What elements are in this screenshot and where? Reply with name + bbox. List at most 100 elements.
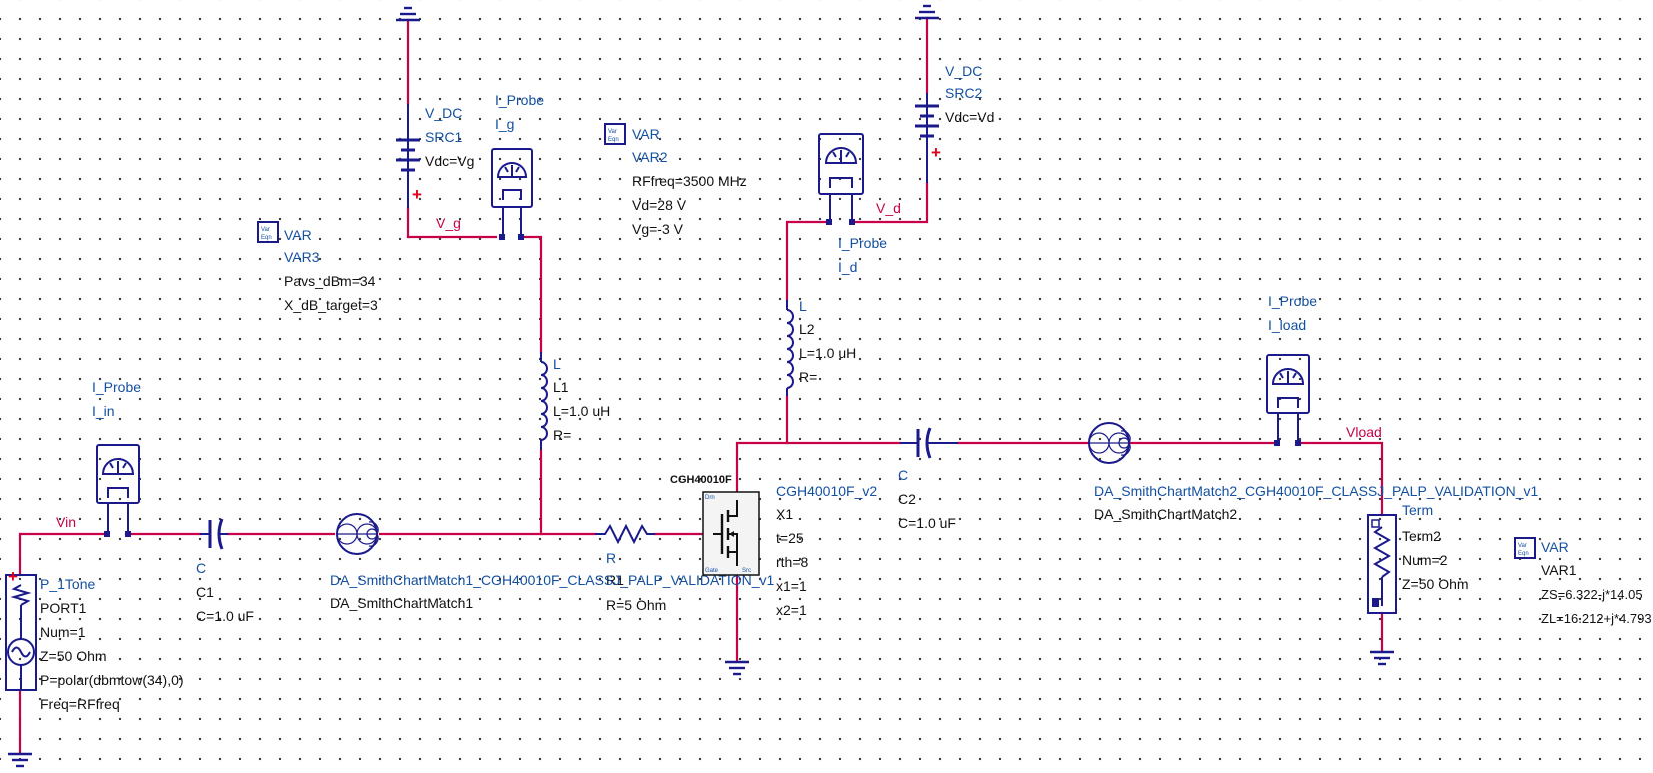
term-impedance: Z=50 Ohm — [1402, 576, 1469, 592]
component-value: R=5 Ohm — [606, 597, 666, 613]
net-label-vload: Vload — [1346, 424, 1382, 440]
inductor-icon — [786, 300, 794, 396]
component-value: Vdc=Vg — [425, 153, 474, 169]
term-number: Num=2 — [1402, 552, 1448, 568]
smith-chart-icon — [336, 513, 379, 555]
var-line: RFfreq=3500 MHz — [632, 173, 747, 189]
transistor-icon: Drn Gate Src — [702, 491, 760, 576]
current-probe-id[interactable]: I_Probe I_d — [818, 133, 887, 275]
component-type: L — [799, 298, 807, 314]
component-name: I_in — [92, 403, 115, 419]
wire-iload-to-term[interactable] — [1300, 441, 1384, 517]
component-name: C2 — [898, 491, 916, 507]
capacitor-c1[interactable]: C C1 C=1.0 uF — [196, 518, 254, 624]
port-frequency: Freq=RFfreq — [40, 696, 120, 712]
component-name: PORT1 — [40, 600, 87, 616]
var-eqn-icon: Var Eqn — [1514, 537, 1536, 559]
plus-sign: + — [412, 185, 422, 204]
param-x1: x1=1 — [776, 578, 807, 594]
component-type: V_DC — [425, 105, 462, 121]
transistor-x1[interactable]: Drn Gate Src CGH40010F CGH40010F_v2 X1 t… — [670, 474, 877, 618]
wire-port-to-iin[interactable] — [18, 532, 110, 577]
termination-term2[interactable]: Term Term2 Num=2 Z=50 Ohm — [1367, 502, 1469, 614]
component-type: I_Probe — [495, 92, 544, 108]
model-name: CGH40010F_v2 — [776, 483, 877, 499]
component-name: I_g — [495, 116, 514, 132]
capacitor-c2[interactable]: C C2 C=1.0 uF — [898, 427, 958, 531]
wires — [18, 16, 1384, 754]
smith-chart-match-2[interactable]: DA_SmithChartMatch2_CGH40010F_CLASSJ_PAL… — [1088, 422, 1539, 522]
resistor-r1[interactable]: R R1 R=5 Ohm — [595, 523, 666, 613]
current-probe-iin[interactable]: I_Probe I_in — [92, 379, 141, 537]
ammeter-icon — [818, 133, 864, 225]
component-name: I_d — [838, 259, 857, 275]
inductance-value: L=1.0 uH — [799, 345, 856, 361]
component-type: I_Probe — [1268, 293, 1317, 309]
component-type: VAR — [632, 126, 660, 142]
power-source-icon — [5, 574, 37, 691]
svg-text:Eqn: Eqn — [1518, 551, 1529, 557]
ammeter-icon — [96, 444, 140, 537]
capacitor-icon — [900, 427, 958, 459]
net-label-vd: V_d — [876, 200, 901, 216]
dc-source-src2[interactable]: + V_DC SRC2 Vdc=Vd — [915, 63, 994, 183]
wire-drain-to-c2[interactable] — [735, 441, 902, 494]
current-probe-iload[interactable]: I_Probe I_load — [1266, 293, 1317, 446]
inductor-l1[interactable]: L L1 L=1.0 uH R= — [540, 352, 610, 450]
capacitor-icon — [200, 518, 228, 550]
component-type: I_Probe — [92, 379, 141, 395]
current-probe-ig[interactable]: I_Probe I_g — [491, 92, 544, 240]
var-line: X_dB_target=3 — [284, 297, 378, 313]
plus-sign: + — [8, 567, 18, 586]
param-t: t=25 — [776, 530, 804, 546]
battery-icon — [915, 93, 939, 183]
var-line: Pavs_dBm=34 — [284, 273, 376, 289]
var-line: ZS=6.322-j*14.05 — [1541, 587, 1643, 602]
ground-icon — [396, 6, 420, 22]
component-value: C=1.0 uF — [898, 515, 956, 531]
part-label: CGH40010F — [670, 474, 732, 486]
svg-text:Var: Var — [1518, 543, 1527, 549]
svg-text:Var: Var — [261, 227, 270, 233]
var-line: Vd=28 V — [632, 197, 687, 213]
param-rth: rth=8 — [776, 554, 809, 570]
component-type: VAR — [284, 227, 312, 243]
var-line: Vg=-3 V — [632, 221, 684, 237]
net-label-vg: V_g — [436, 215, 461, 231]
component-type: VAR — [1541, 539, 1569, 555]
battery-icon — [396, 104, 420, 208]
plus-sign: + — [931, 143, 941, 162]
ground-icon — [725, 660, 749, 676]
wire-l1-to-ig[interactable] — [520, 235, 543, 354]
wire-id-to-src2[interactable] — [850, 181, 929, 224]
var-block-var3[interactable]: Var Eqn VAR VAR3 Pavs_dBm=34 X_dB_target… — [257, 221, 378, 313]
component-name: Term2 — [1402, 528, 1441, 544]
component-type: Term — [1402, 502, 1433, 518]
smith-chart-match-1[interactable]: DA_SmithChartMatch1_CGH40010F_CLASSJ_PAL… — [330, 513, 775, 611]
inductance-value: L=1.0 uH — [553, 403, 610, 419]
svg-text:Drn: Drn — [705, 495, 715, 501]
component-name: C1 — [196, 584, 214, 600]
var-block-var2[interactable]: Var Eqn VAR VAR2 RFfreq=3500 MHz Vd=28 V… — [604, 123, 747, 237]
component-name: VAR3 — [284, 249, 320, 265]
ammeter-icon — [491, 148, 533, 240]
component-name: DA_SmithChartMatch1 — [330, 595, 473, 611]
ground-icon — [915, 4, 939, 20]
component-name: SRC1 — [425, 129, 463, 145]
component-name: DA_SmithChartMatch2 — [1094, 506, 1237, 522]
inductor-l2[interactable]: L L2 L=1.0 uH R= — [786, 298, 856, 396]
resistance-value: R= — [799, 369, 817, 385]
var-block-var1[interactable]: Var Eqn VAR VAR1 ZS=6.322-j*14.05 ZL=16.… — [1514, 537, 1652, 626]
wire-l2-to-id[interactable] — [785, 220, 831, 302]
resistor-icon — [595, 523, 655, 545]
svg-text:Eqn: Eqn — [608, 137, 619, 143]
var-eqn-icon: Var Eqn — [604, 123, 626, 145]
source-port1[interactable]: + P_1Tone PORT1 Num=1 Z=50 Ohm P=polar(d… — [5, 567, 184, 712]
component-type: C — [898, 467, 908, 483]
svg-text:Var: Var — [608, 129, 617, 135]
instance-name: DA_SmithChartMatch1_CGH40010F_CLASSJ_PAL… — [330, 572, 775, 588]
component-name: SRC2 — [945, 85, 983, 101]
component-name: VAR1 — [1541, 562, 1577, 578]
dc-source-src1[interactable]: + V_DC SRC1 Vdc=Vg — [396, 104, 474, 208]
